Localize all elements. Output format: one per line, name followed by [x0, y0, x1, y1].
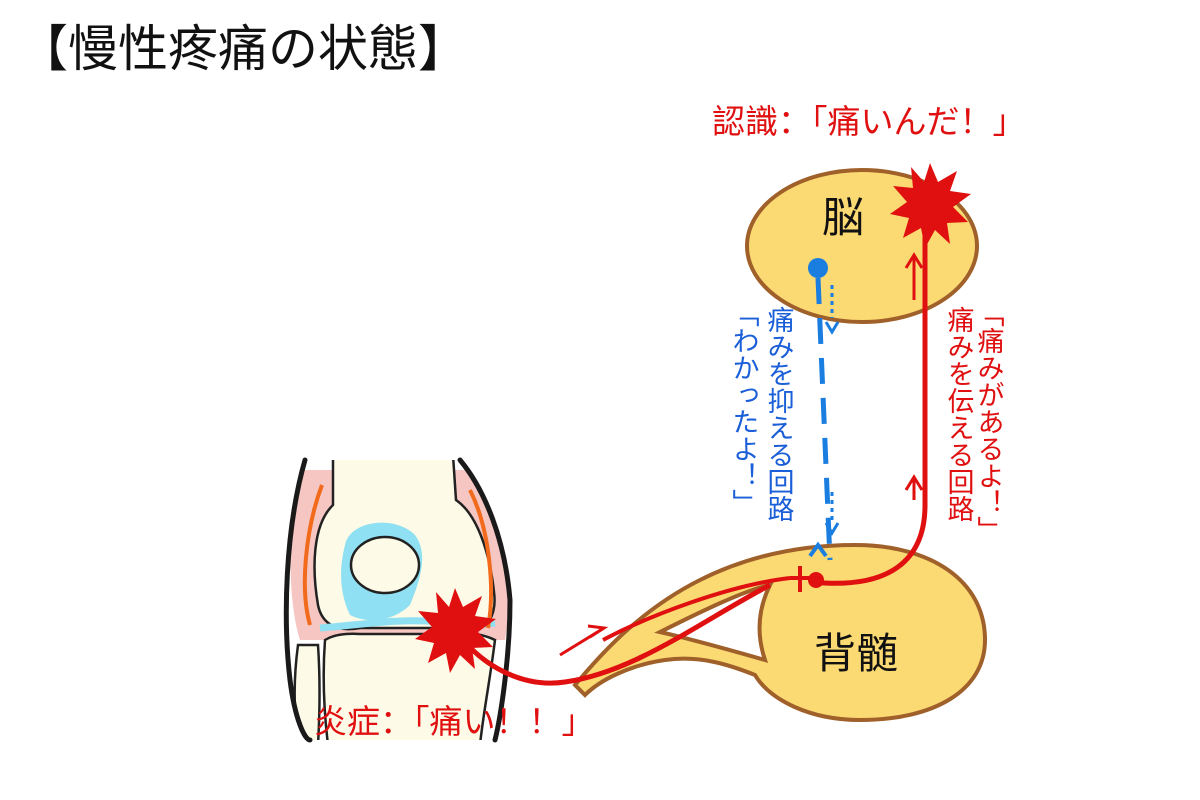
- pain-burst-icon: [415, 588, 496, 673]
- inhibit-signal-path: [808, 258, 840, 561]
- pain-signal-path-label: 痛みを伝える回路: [943, 306, 975, 522]
- signal-arrow-icon: [904, 474, 924, 500]
- pain-burst-icon: [890, 163, 971, 248]
- page-title: 【慢性疼痛の状態】: [18, 20, 468, 78]
- signal-arrow-icon: [904, 252, 924, 300]
- brain-label: 脳: [822, 193, 864, 242]
- inflammation-label: 炎症：「痛い！！」: [314, 702, 595, 741]
- inhibit-quote: 「わかったよ！」: [728, 300, 760, 516]
- pain-signal-quote: 「痛みがあるよ！」: [973, 300, 1005, 543]
- spinal-cord-shape: [572, 542, 988, 723]
- inhibit-path-label: 痛みを抑える回路: [763, 306, 795, 522]
- recognition-label: 認識：「痛いんだ！」: [712, 102, 1026, 141]
- spinal-cord-label: 背髄: [814, 629, 898, 678]
